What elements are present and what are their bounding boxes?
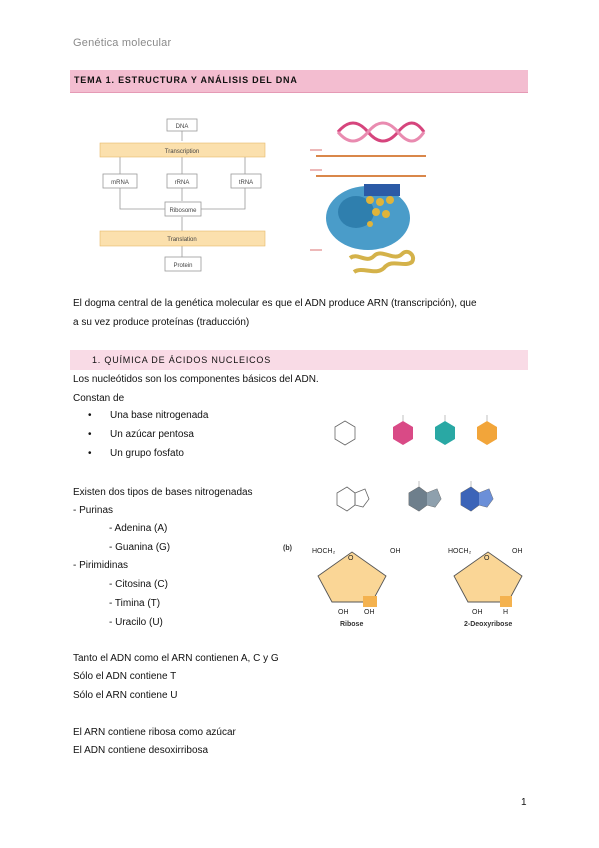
component-item: Una base nitrogenada	[88, 409, 209, 423]
translation-label: Translation	[167, 237, 196, 243]
ribosome-box	[164, 201, 202, 217]
protein-box	[164, 256, 202, 272]
adenina-label: - Adenina (A)	[109, 523, 168, 534]
transcription-bar	[99, 142, 266, 158]
rrna-label: rRNA	[175, 180, 190, 186]
rrna-box	[166, 173, 198, 189]
translation-illustration	[310, 121, 426, 274]
nitrogenous-bases-figure	[334, 415, 497, 512]
ribose-oh-1: OH	[390, 548, 401, 555]
topic-title: TEMA 1. ESTRUCTURA Y ANÁLISIS DEL DNA	[74, 75, 298, 85]
ribose-hoch2: HOCH₂	[312, 548, 336, 555]
guanina-label: - Guanina (G)	[109, 542, 171, 553]
citosina-label: - Citosina (C)	[109, 579, 168, 590]
bases-intro: Existen dos tipos de bases nitrogenadas	[73, 487, 253, 498]
section-title: 1. QUÍMICA DE ÁCIDOS NUCLEICOS	[92, 355, 272, 365]
dogma-text-line2: a su vez produce proteínas (traducción)	[73, 317, 250, 328]
central-dogma-flowchart: DNA Transcription mRNA rRNA tRNA Ribosom…	[99, 118, 266, 272]
component-item: Un grupo fosfato	[88, 447, 184, 461]
topic-heading: TEMA 1. ESTRUCTURA Y ANÁLISIS DEL DNA	[70, 70, 528, 93]
ribose-label: Ribose	[340, 621, 363, 628]
section-heading: 1. QUÍMICA DE ÁCIDOS NUCLEICOS	[70, 350, 528, 370]
fact-line: Sólo el ADN contiene T	[73, 671, 177, 682]
protein-label: Protein	[173, 263, 192, 269]
mrna-box	[102, 173, 138, 189]
transcription-label: Transcription	[165, 149, 199, 155]
ribose-ring-o: O	[348, 555, 354, 562]
dna-label: DNA	[176, 124, 189, 130]
deoxyribose-h-2: H	[503, 609, 508, 616]
page-header: Genética molecular	[73, 37, 172, 49]
mrna-label: mRNA	[111, 180, 129, 186]
nucleotides-intro: Los nucleótidos son los componentes bási…	[73, 374, 319, 385]
dogma-text-line1: El dogma central de la genética molecula…	[73, 298, 477, 309]
figure-b-label: (b)	[283, 545, 292, 552]
deoxyribose-hoch2: HOCH₂	[448, 548, 472, 555]
timina-label: - Timina (T)	[109, 598, 161, 609]
pentose-sugars-figure: (b) HOCH₂ O OH OH OH Ribose HOCH₂ O OH O…	[283, 545, 523, 628]
constan-de: Constan de	[73, 393, 125, 404]
trna-label: tRNA	[239, 180, 253, 186]
translation-bar	[99, 230, 266, 247]
pirimidinas-label: - Pirimidinas	[73, 560, 129, 571]
fact-line: Tanto el ADN como el ARN contienen A, C …	[73, 653, 279, 664]
trna-box	[230, 173, 262, 189]
fact-line: Sólo el ARN contiene U	[73, 690, 178, 701]
purinas-label: - Purinas	[73, 505, 114, 516]
ribose-oh-2: OH	[364, 609, 375, 616]
component-item: Un azúcar pentosa	[88, 428, 194, 442]
deoxyribose-ring-o: O	[484, 555, 490, 562]
uracilo-label: - Uracilo (U)	[109, 617, 163, 628]
dna-box	[166, 118, 198, 132]
page-number: 1	[521, 797, 527, 808]
sugar-line: El ARN contiene ribosa como azúcar	[73, 727, 236, 738]
sugar-line: El ADN contiene desoxirribosa	[73, 745, 209, 756]
ribose-oh-3: OH	[338, 609, 349, 616]
deoxyribose-label: 2-Deoxyribose	[464, 621, 512, 628]
ribosome-label: Ribosome	[169, 208, 197, 214]
deoxyribose-oh-1: OH	[512, 548, 523, 555]
deoxyribose-oh-3: OH	[472, 609, 483, 616]
